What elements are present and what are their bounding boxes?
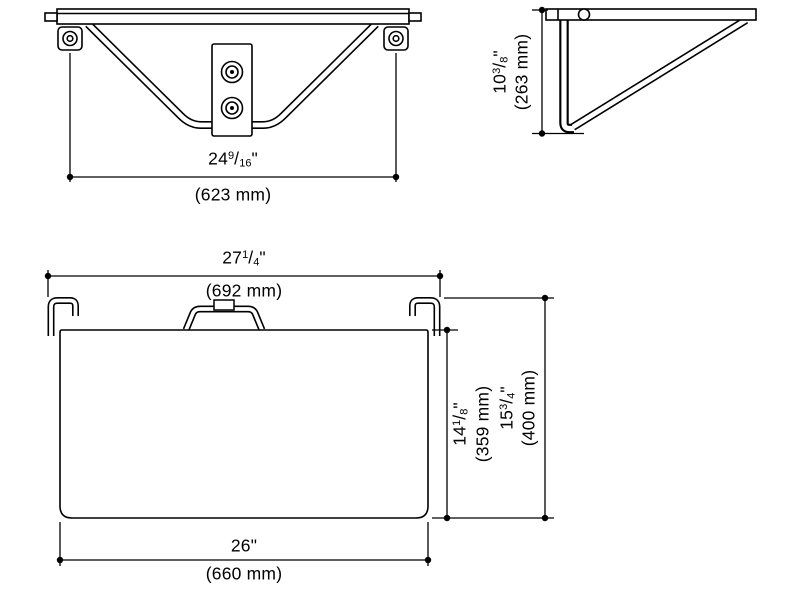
dim-unit: " [259, 247, 266, 268]
dim-denominator: 16 [239, 157, 252, 170]
dim-unit: " [489, 50, 510, 57]
dim-terminator-dot [436, 272, 444, 280]
dim-terminator-dot [443, 514, 451, 522]
dim-unit: " [251, 148, 258, 169]
rail-end-cap-right [408, 12, 422, 22]
dimension-side-height [532, 6, 584, 137]
dim-metric: (692 mm) [205, 280, 283, 301]
roller-clip-left [57, 26, 83, 51]
handle-tube [182, 305, 266, 332]
dim-terminator-dot [44, 272, 52, 280]
dim-side-height-imperial-label: 103/8" [489, 50, 511, 94]
dim-unit: " [496, 386, 517, 393]
dim-terminator-dot [392, 173, 400, 181]
dimension-rail-width [66, 53, 400, 182]
side-rail [545, 8, 757, 21]
dim-terminator-dot [56, 556, 64, 564]
bolt-bottom [220, 96, 244, 120]
dim-whole: 26 [230, 535, 251, 556]
dimension-overall-depth [444, 294, 554, 522]
dim-seat-depth-metric-label: (359 mm) [472, 385, 493, 463]
mounting-plate [211, 43, 253, 137]
dim-whole: 10 [489, 73, 510, 94]
dim-seat-width-imperial-label: 26" [231, 537, 257, 555]
side-view [532, 6, 757, 137]
plan-view [44, 270, 554, 566]
bolt-top [220, 60, 244, 84]
diagonal-strut-core [571, 17, 748, 130]
dim-terminator-dot [541, 294, 549, 302]
dim-whole: 24 [208, 148, 229, 169]
dim-whole: 14 [449, 425, 470, 446]
dim-unit: " [250, 535, 258, 556]
dim-denominator: 8 [498, 56, 511, 63]
rail-end-cap-left [44, 12, 58, 22]
dim-slash: / [449, 414, 470, 420]
seat-outline [59, 329, 429, 519]
dim-denominator: 4 [253, 256, 260, 269]
dim-whole: 15 [496, 409, 517, 430]
hook-clip-right [409, 297, 441, 336]
dim-side-height-metric-label: (263 mm) [511, 33, 532, 111]
dim-whole: 27 [222, 247, 243, 268]
dim-denominator: 8 [458, 408, 471, 415]
dim-terminator-dot [538, 6, 546, 14]
dim-metric: (263 mm) [511, 33, 532, 111]
dim-terminator-dot [66, 173, 74, 181]
dim-slash: / [496, 398, 517, 404]
wall-channel-core [561, 18, 574, 132]
dim-metric: (400 mm) [518, 369, 539, 447]
dim-unit: " [449, 402, 470, 409]
dim-rail-width-imperial-label: 249/16" [208, 148, 258, 170]
pivot-circle [577, 8, 591, 21]
dimension-seat-width [56, 522, 432, 566]
dim-terminator-dot [538, 130, 546, 137]
hook-clip-left [47, 297, 79, 336]
dim-overall-depth-imperial-label: 153/4" [496, 386, 518, 430]
dim-overall-width-imperial-label: 271/4" [222, 247, 266, 269]
dim-numerator: 9 [228, 149, 235, 162]
dim-rail-width-metric-label: (623 mm) [195, 186, 271, 204]
mounting-rail [56, 8, 410, 25]
dim-slash: / [489, 62, 510, 68]
dim-terminator-dot [541, 514, 549, 522]
dim-terminator-dot [424, 556, 432, 564]
dim-terminator-dot [443, 326, 451, 334]
dim-metric: (359 mm) [472, 385, 493, 463]
dim-numerator: 1 [242, 248, 249, 261]
dim-overall-width-metric-label: (692 mm) [206, 282, 282, 300]
dim-seat-depth-imperial-label: 141/8" [449, 402, 471, 446]
dim-numerator: 3 [490, 67, 503, 74]
dim-metric: (623 mm) [194, 184, 272, 205]
dim-overall-depth-metric-label: (400 mm) [518, 369, 539, 447]
front-view [44, 8, 422, 182]
dim-numerator: 1 [450, 419, 463, 426]
dimension-seat-depth [432, 326, 554, 522]
dim-slash: / [248, 247, 254, 268]
dim-seat-width-metric-label: (660 mm) [206, 565, 282, 583]
dimension-overall-width [44, 270, 444, 297]
handle-plate [213, 299, 235, 311]
dim-denominator: 4 [505, 392, 518, 399]
dim-slash: / [234, 148, 240, 169]
dim-numerator: 3 [497, 403, 510, 410]
dim-metric: (660 mm) [205, 563, 283, 584]
roller-clip-right [383, 26, 409, 51]
